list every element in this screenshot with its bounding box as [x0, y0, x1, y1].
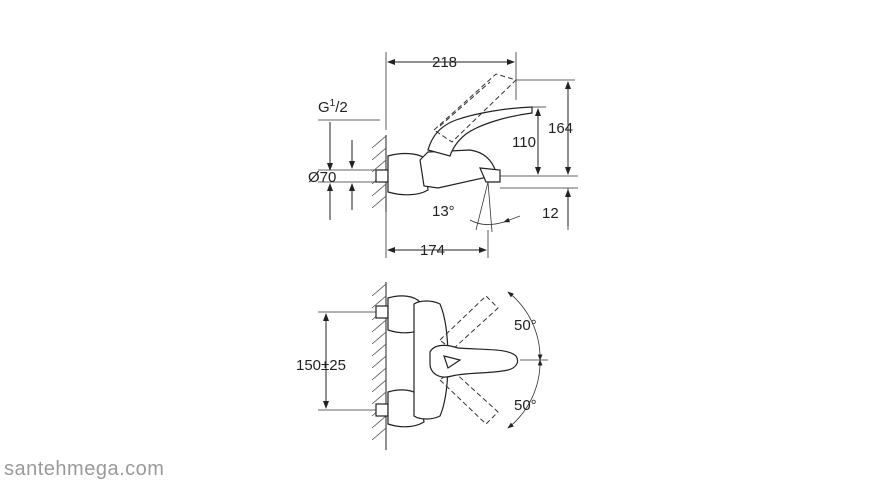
lever-rotated-up	[439, 295, 499, 351]
dim-diameter: Ø70	[308, 169, 336, 186]
side-view: 218 164 110 12 13° 174	[308, 52, 578, 259]
spout	[479, 167, 501, 183]
mixer-body	[419, 149, 497, 189]
inlet-nipple-top	[375, 305, 389, 319]
dim-rotation-up: 50°	[514, 317, 537, 334]
watermark-text: santehmega.com	[4, 458, 165, 480]
wall-flange	[387, 152, 429, 196]
dim-spout-height: 12	[542, 205, 559, 222]
dim-spacing: 150±25	[296, 357, 346, 374]
lever-handle	[427, 106, 533, 157]
lever-handle-top	[429, 344, 519, 378]
top-view: 150±25 50° 50°	[296, 282, 548, 450]
lever-rotated-down	[439, 369, 499, 425]
dim-width-bottom: 174	[420, 242, 445, 259]
dim-thread: G1/2	[318, 98, 348, 116]
dim-rotation-down: 50°	[514, 397, 537, 414]
inlet-nipple-bottom	[375, 403, 389, 417]
dim-width-top: 218	[432, 54, 457, 71]
inlet-nipple	[375, 169, 389, 183]
dim-height-handle: 110	[512, 134, 536, 151]
dim-angle: 13°	[432, 203, 455, 220]
dim-height-total: 164	[548, 120, 573, 137]
